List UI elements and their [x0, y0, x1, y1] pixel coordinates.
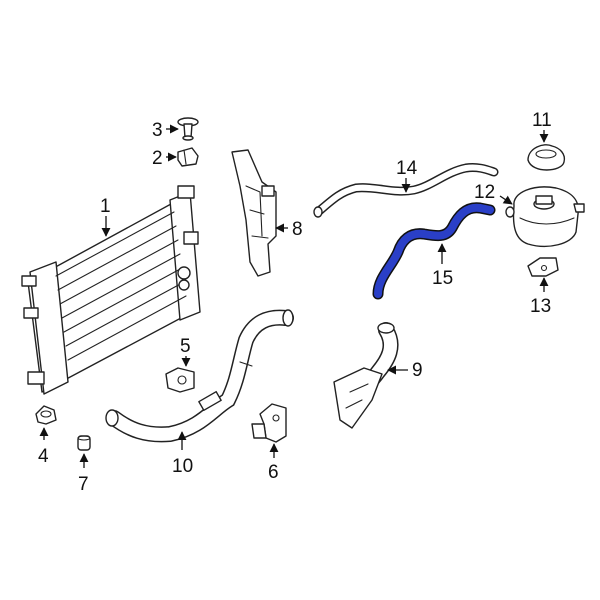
- callout-11: 11: [532, 110, 552, 131]
- callout-2: 2: [152, 148, 163, 169]
- callout-12: 12: [474, 182, 495, 203]
- connector: [165, 367, 195, 393]
- reservoir-cap: [527, 144, 566, 171]
- lower-hose: [105, 309, 294, 443]
- callout-4: 4: [38, 446, 49, 467]
- push-pin: [177, 117, 199, 141]
- bypass-pipe: [313, 163, 499, 218]
- callout-14: 14: [396, 158, 418, 179]
- upper-hose: [333, 322, 399, 429]
- reservoir-bracket: [527, 257, 559, 277]
- bracket: [251, 403, 287, 443]
- callout-1: 1: [100, 196, 111, 217]
- small-bushing: [77, 435, 91, 451]
- leader-lines: [39, 124, 549, 468]
- callout-9: 9: [412, 360, 423, 381]
- radiator: [21, 185, 201, 395]
- clip: [177, 147, 199, 167]
- callout-labels: 1 2 3 4 5 6 7 8 9 10 11 12 13 14 15: [38, 110, 552, 495]
- callout-10: 10: [172, 456, 193, 477]
- air-deflector: [231, 149, 277, 277]
- callout-7: 7: [78, 474, 89, 495]
- callout-6: 6: [268, 462, 279, 483]
- callout-15: 15: [432, 268, 453, 289]
- callout-5: 5: [180, 336, 191, 357]
- coolant-reservoir: [505, 186, 585, 248]
- reservoir-hose-highlighted: [372, 202, 496, 300]
- callout-8: 8: [292, 219, 303, 240]
- callout-3: 3: [152, 120, 163, 141]
- callout-13: 13: [530, 296, 551, 317]
- mount-bushing: [35, 405, 57, 425]
